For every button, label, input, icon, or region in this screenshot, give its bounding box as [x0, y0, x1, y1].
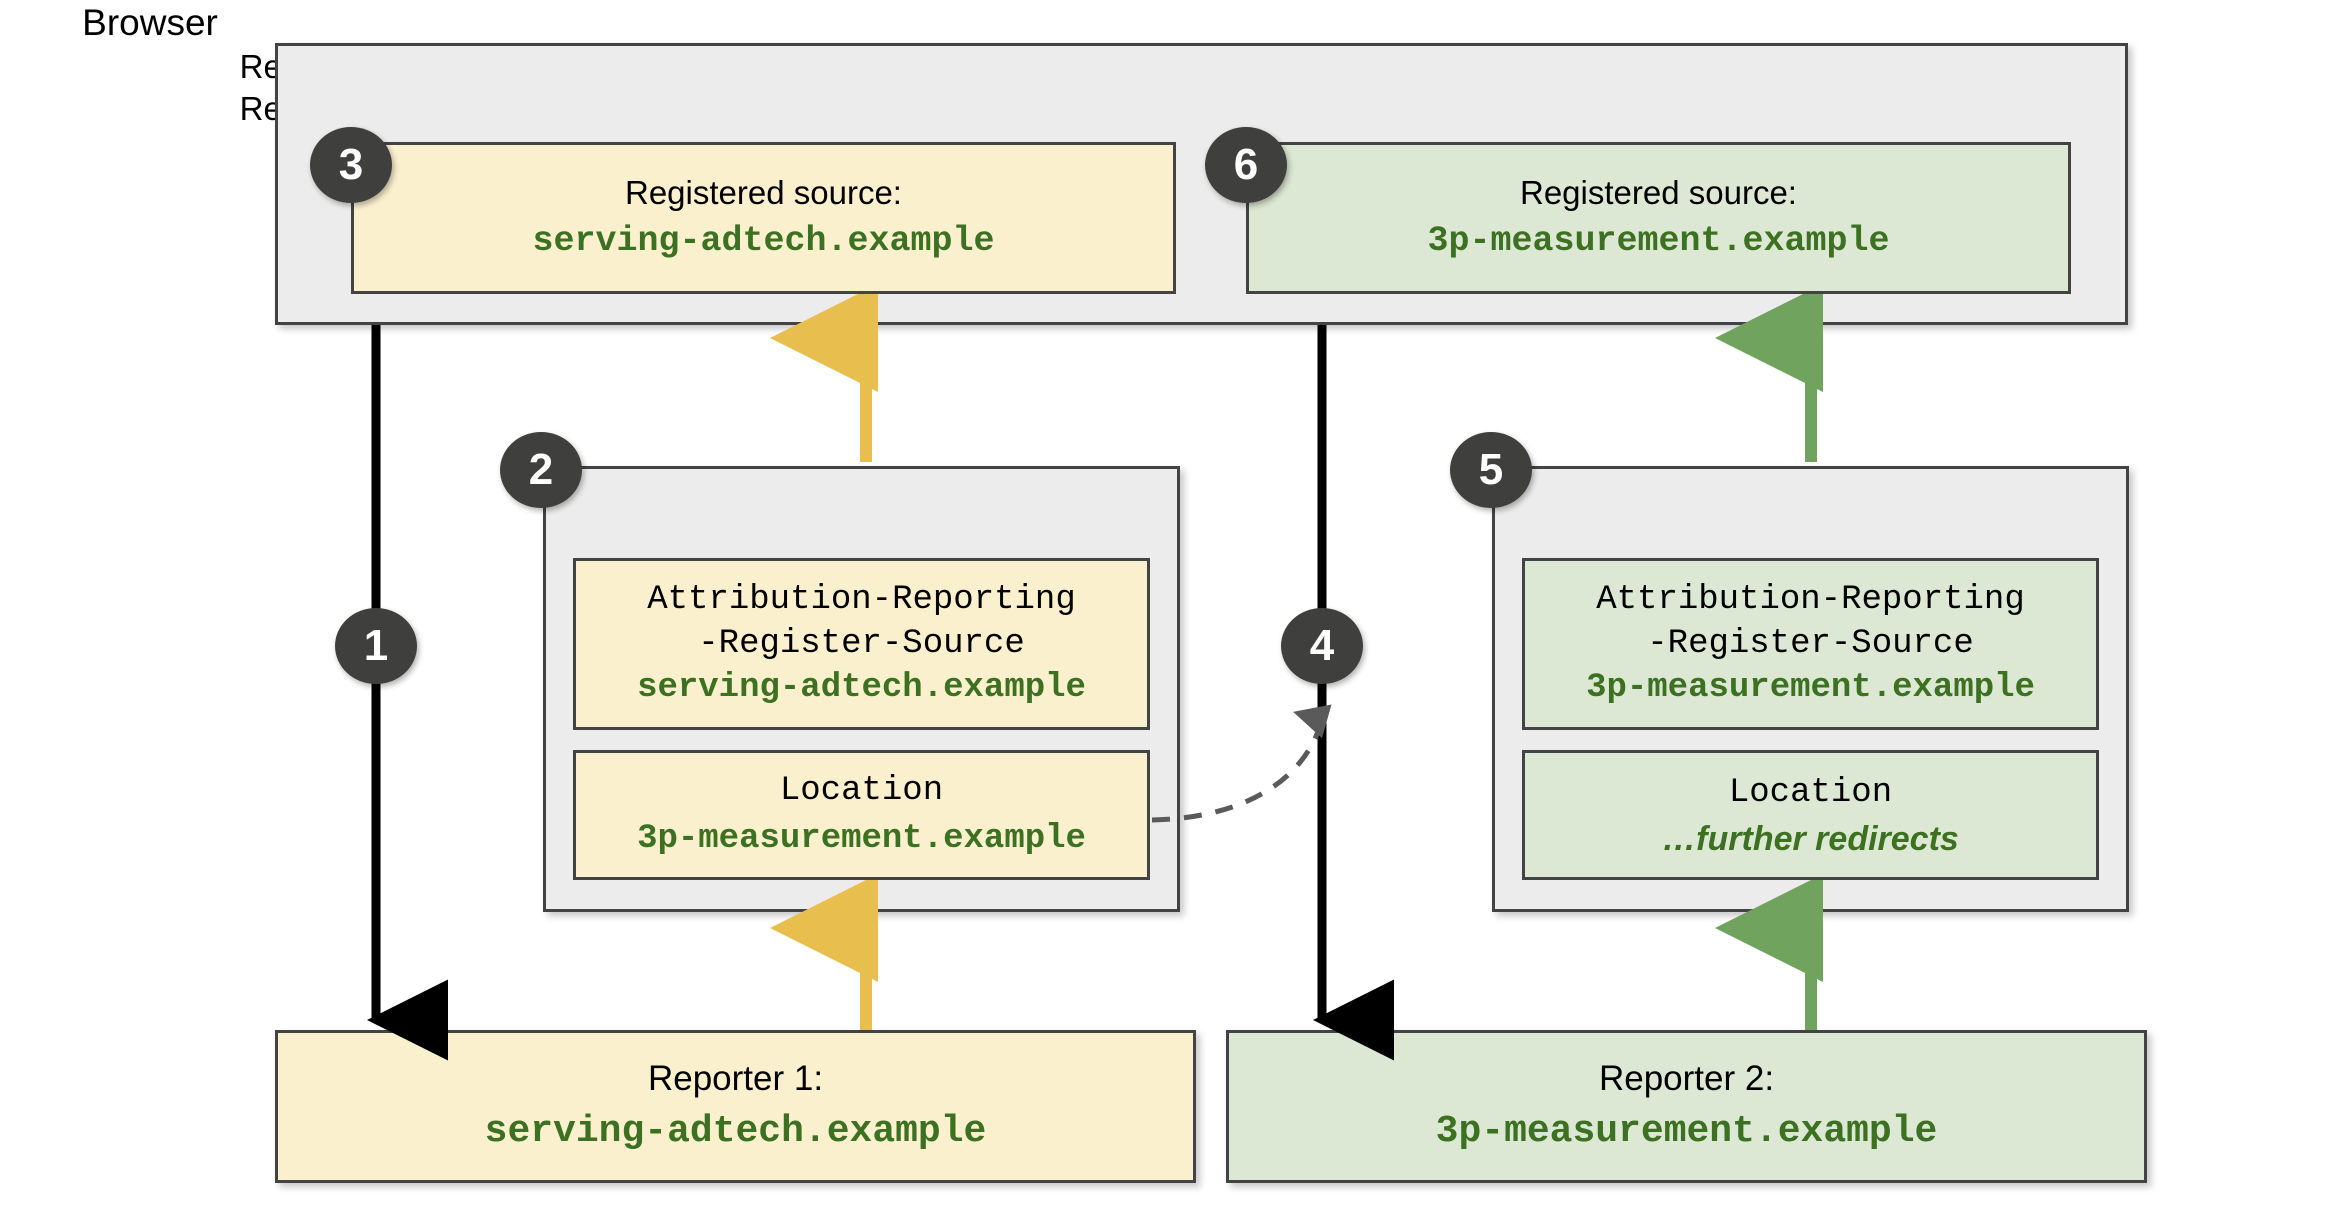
badge-step-6: 6: [1205, 127, 1287, 203]
registered-source-2-caption: Registered source:: [1520, 173, 1797, 211]
response-2-header-0-name-line-2: -Register-Source: [1647, 624, 1974, 663]
response-1-header-0-box: [573, 558, 1150, 730]
response-2-header-0-value: 3p-measurement.example: [1586, 669, 2035, 708]
response-1-header-1-box: [573, 750, 1150, 880]
badge-step-2: 2: [500, 432, 582, 508]
registered-source-2-box: [1246, 142, 2071, 294]
response-1-header-1-value: 3p-measurement.example: [637, 820, 1086, 858]
reporter-2-caption: Reporter 2:: [1598, 1058, 1775, 1098]
response-1-header-1-name-line-1: Location: [779, 771, 944, 810]
registered-source-1-text: Registered source: serving-adtech.exampl…: [351, 142, 1176, 294]
response-1-header-1-text: Location 3p-measurement.example: [573, 750, 1150, 880]
badge-step-5: 5: [1450, 432, 1532, 508]
response-2-header-0-text: Attribution-Reporting -Register-Source 3…: [1522, 558, 2099, 730]
registered-source-2-value: 3p-measurement.example: [1427, 220, 1890, 261]
badge-step-4: 4: [1281, 608, 1363, 684]
response-1-header-0-name-line-1: Attribution-Reporting: [647, 580, 1076, 619]
registered-source-2-text: Registered source: 3p-measurement.exampl…: [1246, 142, 2071, 294]
badge-step-1: 1: [335, 608, 417, 684]
registered-source-1-caption: Registered source:: [625, 173, 902, 211]
response-1-header-0-text: Attribution-Reporting -Register-Source s…: [573, 558, 1150, 730]
browser-title: Browser: [82, 2, 218, 43]
registered-source-1-value: serving-adtech.example: [532, 220, 995, 261]
response-1-header-0-value: serving-adtech.example: [637, 669, 1086, 708]
response-2-header-0-name-line-1: Attribution-Reporting: [1596, 580, 2025, 619]
reporter-1-caption: Reporter 1:: [647, 1058, 824, 1098]
reporter-2-text: Reporter 2: 3p-measurement.example: [1226, 1030, 2147, 1183]
reporter-1-value: serving-adtech.example: [484, 1109, 987, 1153]
response-2-header-1-text: Location …further redirects: [1522, 750, 2099, 880]
response-2-header-1-value: …further redirects: [1662, 819, 1959, 858]
reporter-2-value: 3p-measurement.example: [1435, 1109, 1938, 1153]
badge-step-3: 3: [310, 127, 392, 203]
response-1-header-0-name-line-2: -Register-Source: [698, 624, 1025, 663]
response-2-header-0-box: [1522, 558, 2099, 730]
reporter-1-text: Reporter 1: serving-adtech.example: [275, 1030, 1196, 1183]
registered-source-1-box: [351, 142, 1176, 294]
response-2-header-1-name-line-1: Location: [1728, 774, 1893, 813]
